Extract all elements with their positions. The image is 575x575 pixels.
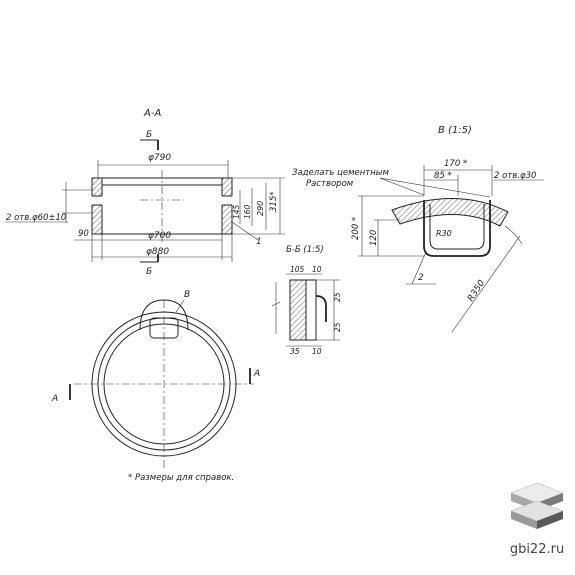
dim-35: 35 [290,347,300,356]
dim-25a: 25 [333,292,342,302]
dim-145: 145 [232,204,241,219]
dim-120: 120 [369,230,379,246]
dim-10a: 10 [312,265,322,274]
ring-wall-right [221,177,233,235]
section-aa: А-А Б φ790 2 отв.φ60±10 φ700 [6,108,285,277]
plan-handle-box [149,317,179,339]
cut-a-right: А [253,369,260,379]
view-b-title: В (1:5) [438,125,472,136]
dim-phi700: φ700 [148,231,171,241]
handle-loop [423,200,491,257]
section-bb: Б-Б (1:5) 105 10 25 25 35 10 [271,245,342,356]
leader-1: 1 [256,237,262,247]
dim-315: 315* [269,192,279,212]
stacked-slabs-icon [510,482,564,529]
leader-2: 2 [418,273,424,283]
dim-25b: 25 [333,322,342,332]
ring-wall-left [91,177,103,235]
dim-holes-left: 2 отв.φ60±10 [6,213,66,223]
note-cement-line1: Заделать цементным [292,168,390,178]
dim-85: 85 * [434,171,452,181]
section-bb-wall [289,279,307,341]
plan-handle-bump [139,299,189,331]
plan-view: В А А * Размеры для справок. [51,290,260,483]
dim-r30: R30 [436,229,452,238]
ring-wall-curved [391,198,509,227]
watermark-text: gbi22.ru [509,542,565,557]
watermark: gbi22.ru [507,481,567,557]
note-reference: * Размеры для справок. [128,473,234,483]
view-b: В (1:5) Заделать цементным Раствором 170… [292,125,544,333]
dim-holes-right: 2 отв.φ30 [494,171,536,181]
dim-160: 160 [243,204,252,219]
cut-a-left: А [51,394,58,404]
handle-loop-inner [429,204,485,250]
dim-200: 200 * [351,217,361,240]
note-cement-line2: Раствором [306,179,354,189]
dim-r350: R350 [466,278,487,303]
dim-phi790: φ790 [148,153,171,163]
dim-170: 170 * [444,159,467,169]
section-bb-inner [305,279,317,341]
dim-10b: 10 [312,347,322,356]
dim-phi880: φ880 [146,247,169,257]
mark-v: В [184,290,190,300]
dim-290: 290 [256,201,265,216]
dim-90: 90 [78,229,89,239]
cut-b-bottom-label: Б [146,267,152,277]
dim-105: 105 [290,265,305,274]
cut-b-top-label: Б [146,130,152,140]
section-bb-title: Б-Б (1:5) [286,245,324,255]
section-aa-title: А-А [143,108,161,119]
